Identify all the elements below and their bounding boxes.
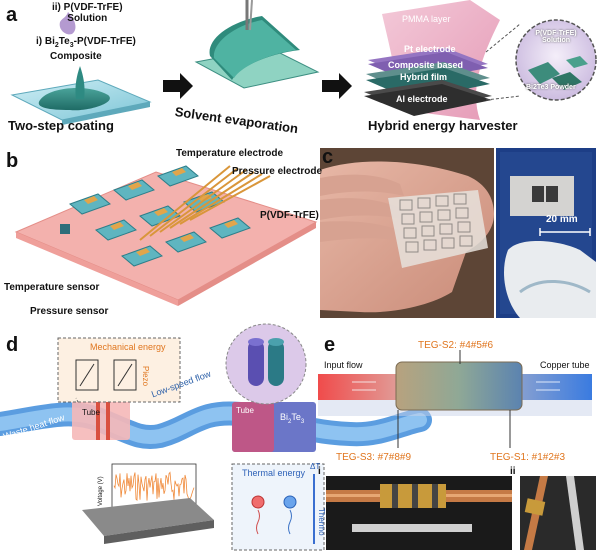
panel-e-label: e (324, 334, 336, 356)
panel-a-label: a (6, 4, 18, 26)
sensor-electrode-pad (136, 248, 150, 256)
voltage-axis-label: Voltage (V) (98, 476, 104, 506)
sensor-pad (69, 193, 111, 215)
copper-tube-label: Copper tube (540, 360, 590, 370)
sensor-pad (157, 165, 199, 187)
sensor-pad (405, 241, 419, 253)
process-arrows (163, 73, 352, 99)
teg-s2-label: TEG-S2: #4#5#6 (418, 340, 494, 351)
sensor-pad (439, 223, 453, 235)
panel-c-label: c (322, 146, 334, 168)
temperature-sensor-mark (60, 224, 70, 234)
sensor-pad (453, 193, 467, 205)
sensor-pad-grid (399, 193, 473, 253)
sensor-pad (437, 209, 451, 221)
input-flow-label: Input flow (324, 360, 363, 370)
solution-label: ii) P(VDF-TrFE) Solution (52, 2, 123, 24)
mechanical-energy-label: Mechanical energy (90, 342, 166, 352)
pipe-photo-ii (520, 476, 596, 550)
sensor-pad (423, 239, 437, 251)
pt-electrode-label: Pt electrode (404, 44, 456, 54)
sensor-pad (419, 211, 433, 223)
sensor-pad (139, 205, 181, 227)
sensor-pad (113, 179, 155, 201)
sensor-electrode-pad (110, 222, 124, 230)
electrode-lead (149, 167, 239, 237)
sensor-electrode-pad (224, 220, 238, 228)
sensor-pad (401, 213, 415, 225)
step-two-step-coating: Two-step coating (8, 118, 114, 133)
sensor-pad (209, 217, 251, 239)
circle-powder-label: Bi2Te3 Powder (526, 84, 576, 91)
hand-photo (320, 148, 494, 318)
pvdf-label: P(VDF-TrFE) (260, 210, 319, 221)
flow-pipe-illustration (0, 398, 432, 452)
detail-circle (485, 19, 597, 101)
sensor-pad (441, 237, 455, 249)
sensor-pad (403, 227, 417, 239)
pressure-sensor-label: Pressure sensor (30, 306, 109, 317)
panel-b-label: b (6, 150, 19, 172)
sensor-pad (399, 199, 413, 211)
sub-panel-i-label: i (318, 466, 321, 477)
sensor-pad (165, 231, 207, 253)
piezo-label: Piezo (141, 366, 150, 387)
hybrid-film-label: Hybrid film (400, 72, 448, 82)
electrode-lead (179, 173, 263, 225)
electrode-lead (189, 175, 271, 221)
electrode-grid (60, 165, 271, 267)
sensor-electrode-pad (154, 208, 168, 216)
circle-solution-label: P(VDF-TrFE) Solution (535, 30, 577, 44)
sensor-pad (417, 197, 431, 209)
electrode-lead (139, 165, 231, 241)
harvester-illustration (364, 0, 500, 120)
thermal-box (231, 463, 325, 551)
electrode-lead (169, 171, 255, 229)
al-electrode-label: Al electrode (396, 94, 448, 104)
electrode-lead (159, 169, 247, 233)
tube-label-2: Tube (236, 406, 254, 415)
bi2te3-label: Bi2Te3 (280, 412, 305, 425)
sensor-electrode-pad (128, 182, 142, 190)
sensor-pad (459, 235, 473, 247)
thermal-energy-label: Thermal energy (242, 468, 306, 478)
panel-d-label: d (6, 334, 19, 356)
sensor-electrode-pad (84, 196, 98, 204)
sensor-electrode-pad (180, 234, 194, 242)
composite-based-label: Composite based (388, 60, 464, 70)
sensor-pad (421, 225, 435, 237)
pressure-electrode-label: Pressure electrode (232, 166, 323, 177)
coating-illustration (10, 12, 152, 125)
composite-label: i) Bi2Te3-P(VDF-TrFE) Composite (36, 36, 136, 62)
step-hybrid-energy-harvester: Hybrid energy harvester (368, 118, 518, 133)
sensor-electrode-pad (172, 168, 186, 176)
pmma-layer-label: PMMA layer (402, 14, 451, 24)
device-closeup-photo (496, 148, 596, 318)
voltage-plot (82, 463, 214, 544)
temperature-sensor-label: Temperature sensor (4, 282, 100, 293)
film-illustration (194, 0, 320, 89)
sensor-pad (457, 221, 471, 233)
tube-schematic (318, 350, 592, 448)
te-legs-circle (225, 323, 307, 405)
sub-panel-ii-label: ii (510, 466, 516, 477)
tube-label-1: Tube (82, 408, 100, 417)
teg-s1-label: TEG-S1: #1#2#3 (490, 452, 566, 463)
mechanical-box (57, 337, 181, 403)
scale-bar-label: 20 mm (546, 214, 578, 225)
sensor-pad (95, 219, 137, 241)
teg-s3-label: TEG-S3: #7#8#9 (336, 452, 412, 463)
sensor-pad (435, 195, 449, 207)
thermo-label: Thermo (317, 508, 326, 536)
temperature-electrode-label: Temperature electrode (176, 148, 284, 159)
sensor-pad (455, 207, 469, 219)
sensor-pad (121, 245, 163, 267)
pipe-photo-i (326, 476, 512, 550)
delta-t-label: ΔT (310, 462, 321, 471)
